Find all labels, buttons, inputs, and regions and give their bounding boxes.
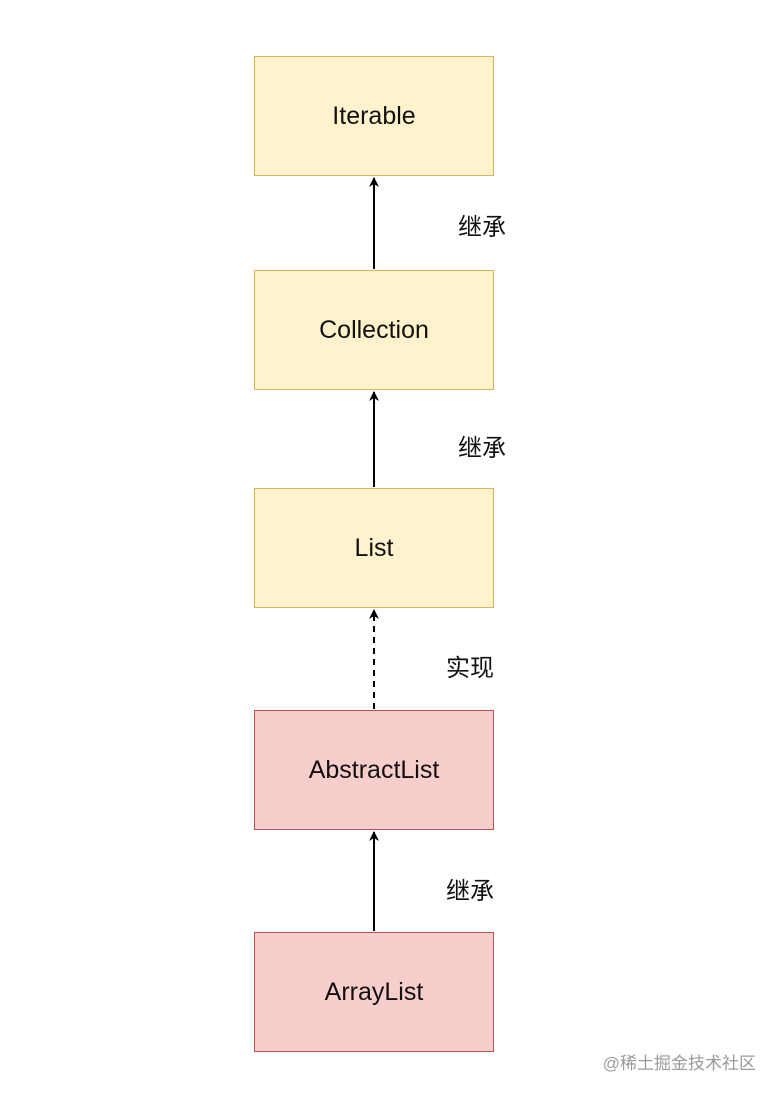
edge-label-inherit-3: 继承 [446,878,494,905]
node-collection-label: Collection [319,315,429,344]
edge-label-inherit-1: 继承 [458,214,506,241]
node-array-list-label: ArrayList [324,977,424,1006]
edge-label-implement: 实现 [446,655,494,682]
node-list: List [254,488,494,608]
edge-label-inherit-2: 继承 [458,435,506,462]
node-iterable-label: Iterable [332,101,416,130]
node-array-list: ArrayList [254,932,494,1052]
node-iterable: Iterable [254,56,494,176]
node-abstract-list: AbstractList [254,710,494,830]
watermark: @稀土掘金技术社区 [602,1054,756,1073]
node-abstract-list-label: AbstractList [308,755,440,784]
node-collection: Collection [254,270,494,390]
node-list-label: List [354,533,394,562]
